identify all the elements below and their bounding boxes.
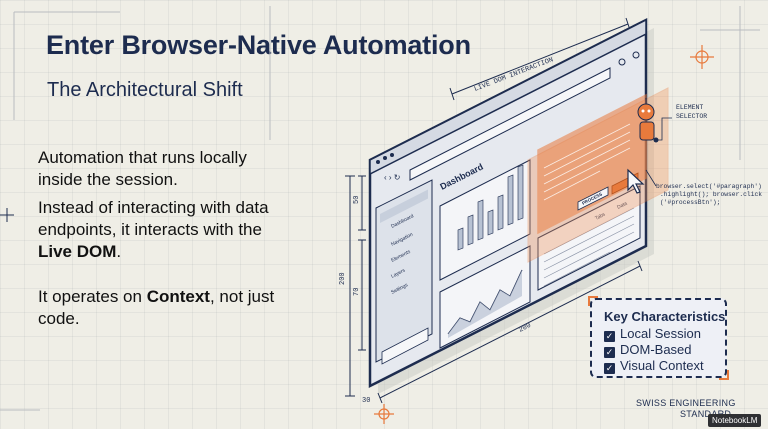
checkbox-icon: ✓ (604, 331, 615, 342)
key-item-visual-context: ✓ Visual Context (604, 358, 704, 374)
menu-icon (632, 51, 640, 59)
paragraph-context-end: , not just code. (38, 287, 275, 328)
key-characteristics-box: Key Characteristics ✓ Local Session ✓ DOM-… (588, 296, 729, 380)
selector-leader (656, 117, 672, 141)
paragraph-local: Automation that runs locally inside the … (38, 148, 247, 189)
cursor-icon (627, 168, 645, 194)
profile-icon (618, 58, 626, 66)
notebooklm-badge: NotebookLM (708, 414, 762, 427)
dimension-70: 70 (353, 288, 361, 296)
dimension-200-bottom: 200 (518, 322, 533, 335)
paragraph-live-dom-end: . (116, 242, 122, 261)
bar-chart (457, 164, 524, 251)
key-characteristics-title: Key Characteristics (604, 309, 726, 324)
live-dom-emphasis: Live DOM (38, 242, 117, 261)
dimension-30: 30 (362, 397, 370, 405)
corner-bracket (719, 370, 729, 380)
table-panel (537, 185, 641, 291)
slide-subtitle: The Architectural Shift (47, 79, 243, 101)
area-chart-fill (448, 270, 522, 338)
key-item-label: DOM-Based (620, 342, 692, 357)
dimension-200-left: 200 (339, 272, 347, 285)
code-leader (645, 169, 657, 187)
table-rows (543, 207, 635, 287)
element-selector-label: ELEMENT (676, 104, 703, 111)
robot-icon (637, 98, 655, 141)
sidebar (375, 179, 433, 363)
bottom-dimension (377, 260, 643, 404)
table-header: Tabs (594, 211, 607, 221)
sidebar-active (380, 189, 428, 224)
browser-titlebar (369, 18, 647, 176)
crosshair-icon-left (0, 208, 14, 222)
window-dot (383, 156, 387, 160)
sidebar-footer (381, 327, 429, 365)
paragraph-live-dom: Instead of interacting with data endpoin… (38, 197, 293, 263)
code-line: .highlight(); browser.click (660, 191, 762, 198)
context-emphasis: Context (146, 287, 210, 306)
process-button (577, 186, 609, 211)
checkbox-icon: ✓ (604, 347, 615, 358)
address-bar (409, 67, 611, 181)
guide-lines (0, 6, 760, 411)
table-header: Data (616, 201, 628, 211)
paragraph-context: It operates on Context, not just code. (38, 286, 293, 330)
element-selector-label: SELECTOR (676, 113, 707, 120)
code-line: ('#processBtn'); (660, 199, 720, 206)
dimension-50: 50 (353, 196, 361, 204)
selection-overlay (527, 87, 669, 263)
code-line: browser.select('#paragraph') (656, 183, 762, 190)
key-item-local-session: ✓ Local Session (604, 326, 701, 342)
paragraph-live-dom-text: Instead of interacting with data endpoin… (38, 198, 269, 239)
slide-title: Enter Browser-Native Automation (46, 30, 471, 60)
footer-line1: SWISS ENGINEERING (636, 398, 736, 408)
paragraph-lines (543, 123, 631, 201)
footer-line2: STANDARD (680, 409, 732, 419)
checkbox-icon: ✓ (604, 363, 615, 374)
left-dimensions (345, 175, 366, 397)
paragraph-context-text: It operates on (38, 287, 147, 306)
key-item-dom-based: ✓ DOM-Based (604, 342, 692, 358)
crosshair-icon-bottom (374, 404, 394, 424)
key-item-label: Visual Context (620, 358, 704, 373)
key-item-label: Local Session (620, 326, 701, 341)
corner-bracket (588, 296, 598, 306)
bar-chart-panel (439, 159, 531, 281)
nav-arrows-icon: ‹ › ↻ (384, 173, 400, 182)
crosshair-icon (690, 45, 714, 69)
window-dot (376, 160, 380, 164)
window-dot (390, 153, 394, 157)
